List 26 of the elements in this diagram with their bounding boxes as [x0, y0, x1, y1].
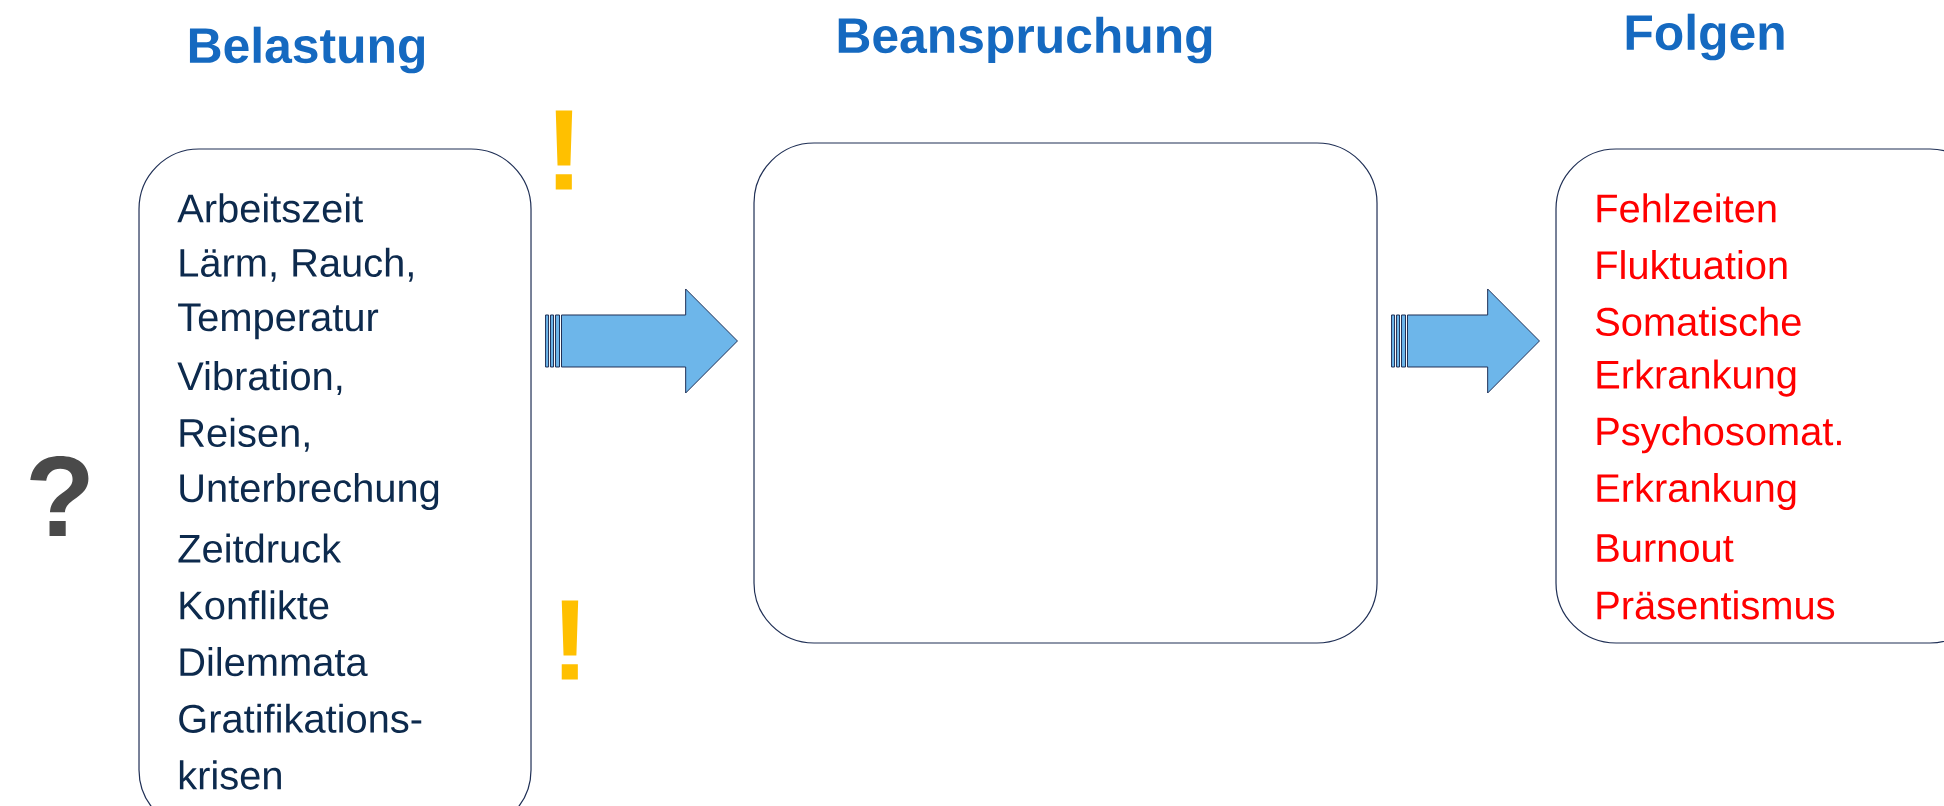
exclamation-mark: !: [555, 110, 573, 190]
block-arrow: [545, 288, 738, 394]
list-item: Lärm, Rauch,: [180, 247, 413, 282]
list-item: Erkrankung: [1597, 359, 1796, 397]
list-item: Zeitdruck: [178, 533, 342, 563]
list-item: Temperatur: [178, 303, 379, 340]
list-item: krisen: [179, 760, 281, 790]
list-item: Gratifikations-: [179, 703, 422, 733]
list-item: Präsentismus: [1597, 590, 1835, 620]
exclamation-mark: !: [561, 600, 579, 680]
heading: Belastung: [189, 26, 425, 74]
heading: Folgen: [1626, 13, 1784, 61]
heading: Beanspruchung: [838, 16, 1212, 64]
list-item: Unterbrechung: [180, 472, 439, 511]
list-item: Reisen,: [180, 417, 309, 452]
list-item: Vibration,: [177, 361, 342, 396]
list-item: Dilemmata: [180, 646, 368, 677]
list-item: Psychosomat.: [1597, 416, 1841, 454]
list-item: Burnout: [1597, 534, 1734, 563]
list-item: Somatische: [1596, 306, 1801, 337]
list-item: Fluktuation: [1597, 250, 1787, 280]
list-item: Erkrankung: [1597, 472, 1796, 511]
block-arrow: [1391, 288, 1540, 394]
list-item: Konflikte: [180, 590, 329, 620]
list-item: Arbeitszeit: [177, 193, 363, 223]
list-item: Fehlzeiten: [1597, 193, 1776, 223]
